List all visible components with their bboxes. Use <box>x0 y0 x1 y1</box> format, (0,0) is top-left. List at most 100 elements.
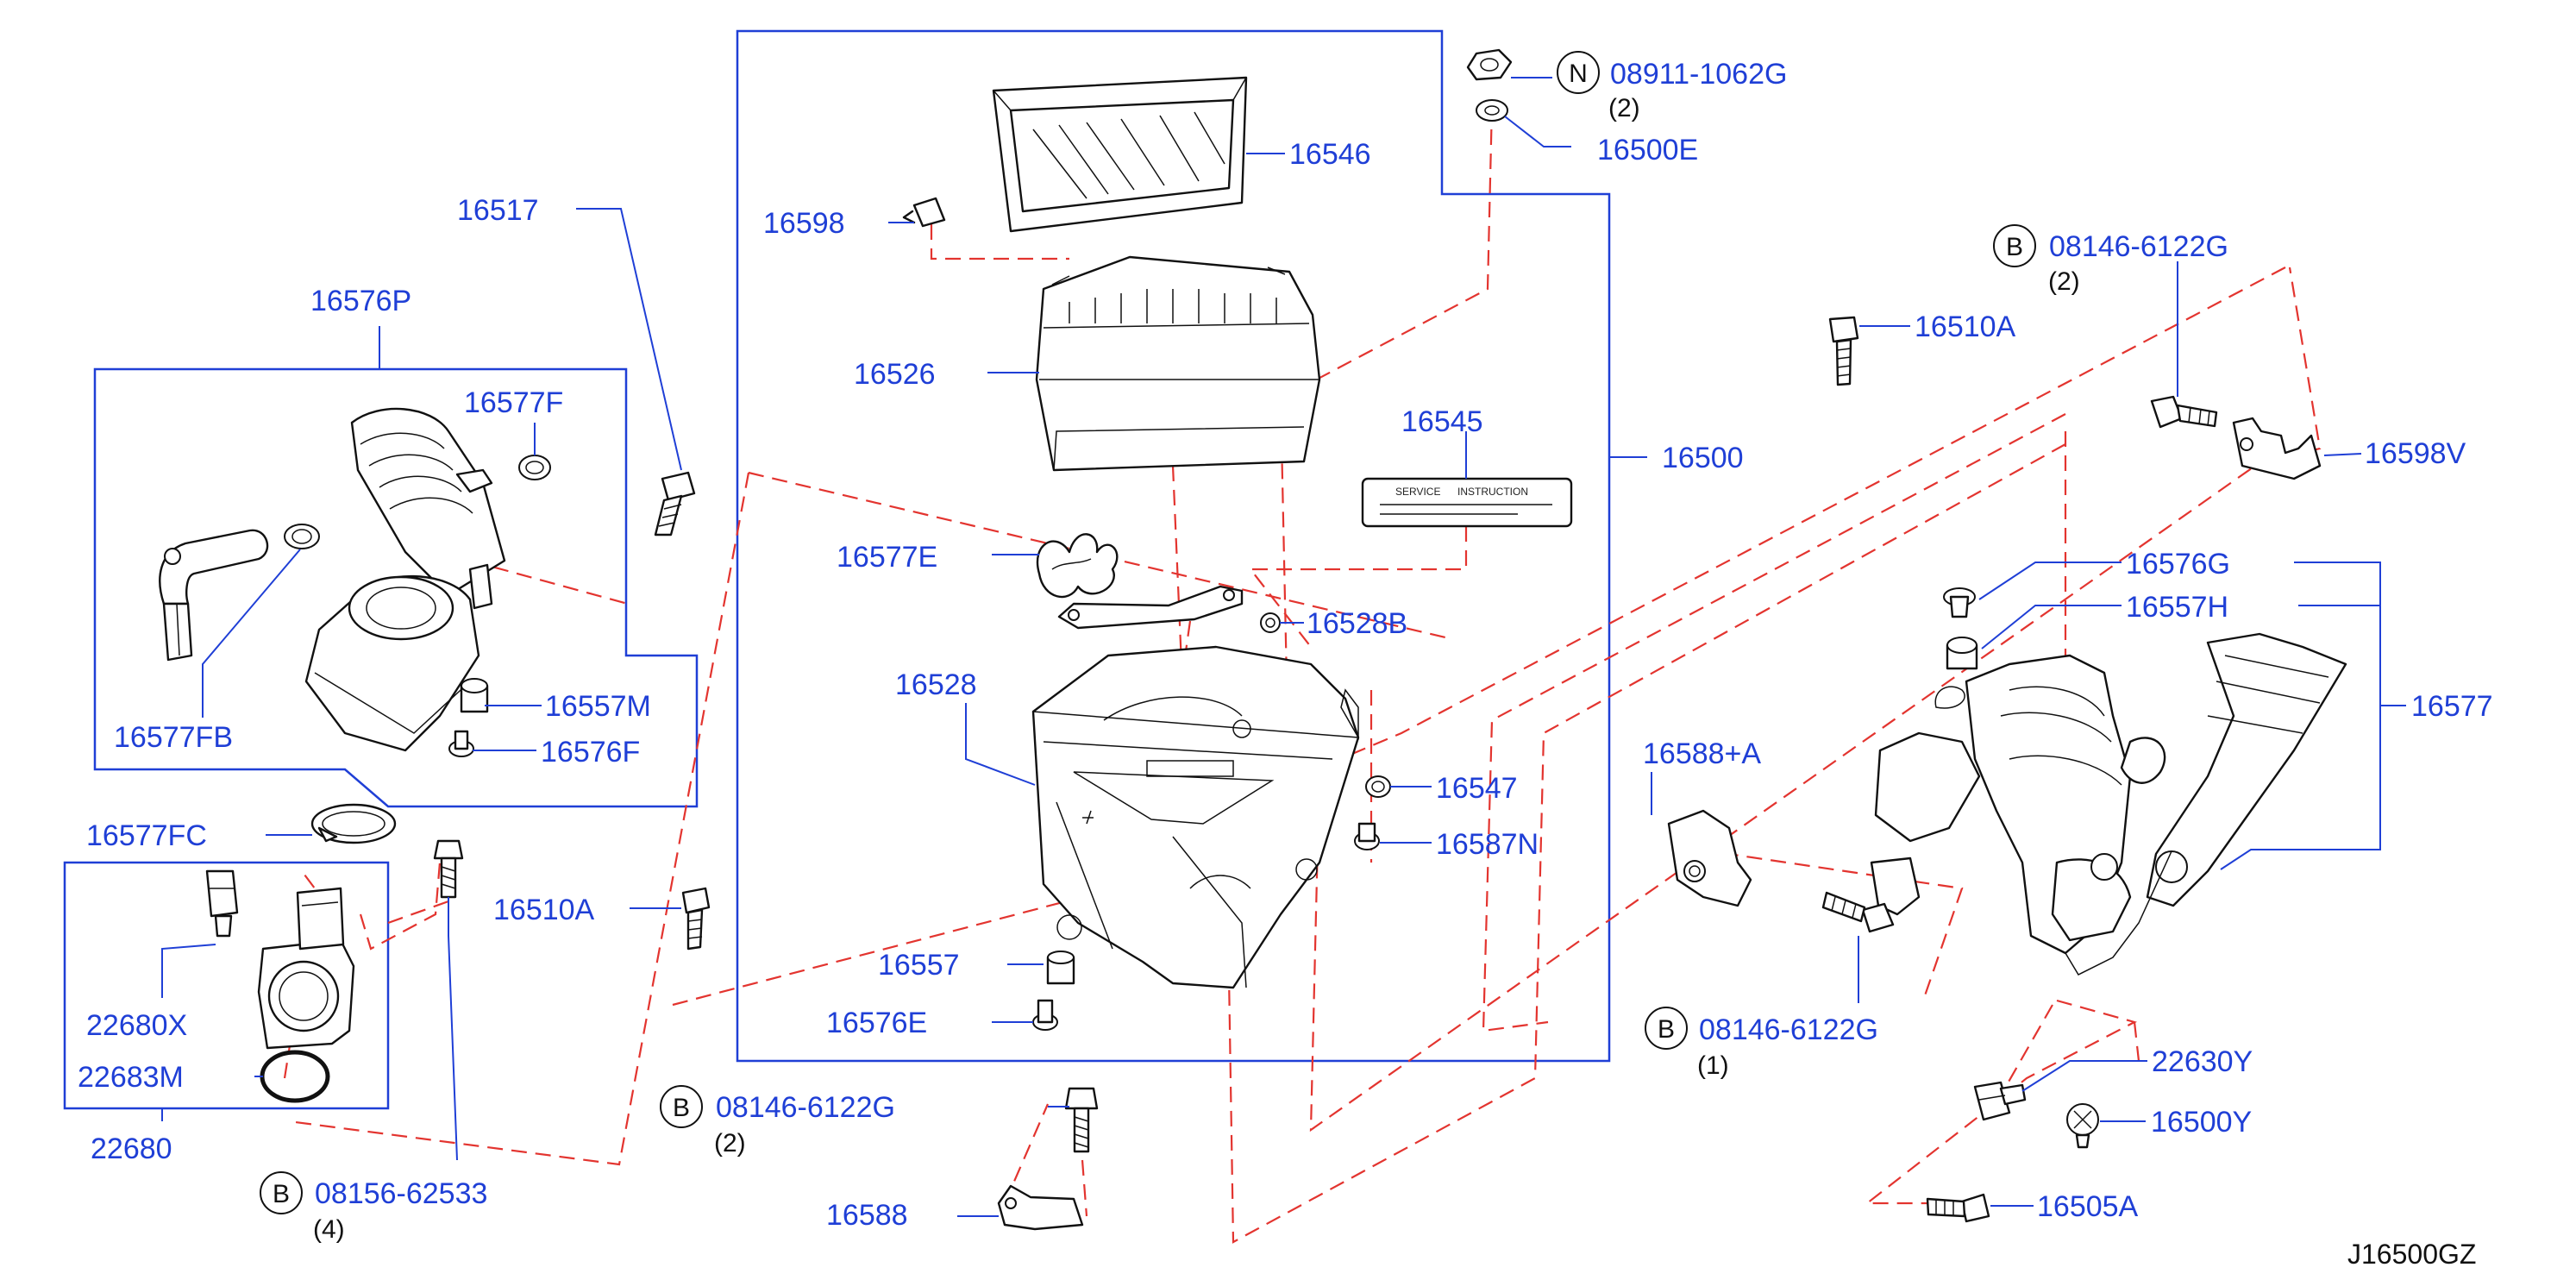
resonator-assembly-16577 <box>1870 632 2347 976</box>
callout-16588: 16588 <box>826 1199 908 1232</box>
callout-16500Y: 16500Y <box>2151 1106 2252 1139</box>
callout-16577FB: 16577FB <box>114 721 233 754</box>
fastener-circle-bolt-top-right <box>1993 224 2036 267</box>
callout-16557H: 16557H <box>2126 591 2228 624</box>
bolt-16510A-left <box>433 839 464 899</box>
fastener-part-bolt-mid-right: 08146-6122G <box>1699 1013 1878 1046</box>
callout-16528B: 16528B <box>1307 607 1407 640</box>
fastener-letter-bolt-left: B <box>273 1180 290 1208</box>
fastener-qty-bolt-mid-right: (1) <box>1697 1051 1729 1080</box>
collar-16587N <box>1354 822 1380 850</box>
group-frame-22680 <box>63 861 390 1110</box>
callout-16545: 16545 <box>1401 405 1483 438</box>
callout-16547: 16547 <box>1436 772 1518 805</box>
callout-16528: 16528 <box>895 668 977 701</box>
grommet-16528B <box>1260 612 1281 633</box>
group-frame-16500 <box>736 29 1611 1063</box>
fastener-part-nut-top: 08911-1062G <box>1610 58 1787 91</box>
service-label-16545: SERVICE INSTRUCTION <box>1361 477 1573 528</box>
fastener-part-bolt-left: 08156-62533 <box>315 1177 487 1210</box>
callout-16576P: 16576P <box>310 285 411 317</box>
fastener-circle-bolt-left <box>260 1171 303 1214</box>
clamp-16577FC <box>310 803 397 844</box>
fastener-circle-bolt-center <box>660 1085 703 1128</box>
grommet-16547 <box>1365 775 1391 798</box>
fastener-circle-nut-top <box>1557 51 1600 94</box>
fastener-letter-bolt-center: B <box>673 1094 690 1122</box>
callout-16576G: 16576G <box>2126 548 2230 580</box>
sensor-22630Y <box>1973 1081 2027 1121</box>
part-number-callouts: 16546 16598 16526 16545 16500 16577E 165… <box>78 134 2493 1232</box>
callout-22680X: 22680X <box>86 1009 187 1042</box>
collar-16576F <box>448 730 474 757</box>
clip-16598 <box>902 197 946 228</box>
diagram-reference-id: J16500GZ <box>2347 1239 2476 1270</box>
callout-22680: 22680 <box>91 1133 172 1165</box>
fastener-callouts: N 08911-1062G (2) B 08146-6122G (2) B 08… <box>260 51 2228 1244</box>
callout-16577E: 16577E <box>837 541 937 574</box>
callout-16598V: 16598V <box>2365 437 2466 470</box>
mount-16557H <box>1946 637 1978 670</box>
bolt-08146-mid-right <box>1821 891 1895 933</box>
mounting-bracket <box>1057 585 1244 630</box>
air-filter-element-16546 <box>992 76 1248 233</box>
fastener-qty-bolt-left: (4) <box>313 1215 345 1244</box>
callout-16557: 16557 <box>878 949 960 982</box>
sensor-22680X <box>205 869 239 938</box>
bolt-08146-top-right <box>2150 395 2218 429</box>
hose-clamp <box>284 524 320 549</box>
bracket-16598V <box>2232 417 2322 480</box>
callout-16577FC: 16577FC <box>86 819 207 852</box>
bolt-16517 <box>654 471 696 536</box>
air-cleaner-case-16528 <box>1031 645 1360 989</box>
clamp-16577F <box>518 455 551 480</box>
fastener-qty-bolt-top-right: (2) <box>2048 267 2080 296</box>
intake-duct-16576P <box>304 407 506 752</box>
callout-22630Y: 22630Y <box>2152 1045 2253 1078</box>
bolt-16510A-mid <box>681 887 711 951</box>
collar-16576E <box>1032 999 1058 1031</box>
callout-16587N: 16587N <box>1436 828 1539 861</box>
callout-16517: 16517 <box>457 194 539 227</box>
air-cleaner-cover-16526 <box>1035 255 1321 472</box>
callout-16557M: 16557M <box>545 690 651 723</box>
collar-16576G <box>1943 587 1976 618</box>
callout-leaders <box>161 77 2406 1217</box>
bolt-16505A <box>1926 1193 1990 1223</box>
callout-16510A-right: 16510A <box>1915 311 2016 343</box>
bracket-16588A <box>1667 809 1752 907</box>
fastener-part-bolt-center: 08146-6122G <box>716 1091 895 1124</box>
throttle-body-22680 <box>257 887 355 1050</box>
nut-08911 <box>1466 48 1513 81</box>
hose-16577FB <box>159 529 269 662</box>
clamp-16577E <box>1036 533 1119 599</box>
callout-16510A-left: 16510A <box>493 894 595 926</box>
callout-16576F: 16576F <box>541 736 640 769</box>
callout-16505A: 16505A <box>2037 1190 2139 1223</box>
callout-16598: 16598 <box>763 207 845 240</box>
washer-16500E <box>1476 99 1508 122</box>
fastener-circle-bolt-mid-right <box>1645 1007 1688 1050</box>
callout-16526: 16526 <box>854 358 936 391</box>
callout-16577: 16577 <box>2411 690 2493 723</box>
bolt-16510A-right <box>1828 316 1859 386</box>
fastener-letter-bolt-top-right: B <box>2006 233 2023 261</box>
fastener-part-bolt-top-right: 08146-6122G <box>2049 230 2228 263</box>
callout-22683M: 22683M <box>78 1061 184 1094</box>
callout-16577F: 16577F <box>464 386 563 419</box>
fastener-letter-nut-top: N <box>1569 60 1588 88</box>
callout-16576E: 16576E <box>826 1007 927 1039</box>
gasket-22683M <box>260 1050 330 1103</box>
mount-16557M <box>460 678 489 713</box>
group-frame-16576P <box>93 367 699 808</box>
mount-16557 <box>1046 951 1075 985</box>
fastener-qty-nut-top: (2) <box>1608 94 1640 122</box>
callout-16588A: 16588+A <box>1643 737 1761 770</box>
callout-16500: 16500 <box>1662 442 1744 474</box>
fastener-letter-bolt-mid-right: B <box>1658 1015 1675 1044</box>
label-line-service: SERVICE <box>1395 486 1440 498</box>
label-line-instruction: INSTRUCTION <box>1457 486 1528 498</box>
clip-16500Y <box>2066 1103 2099 1149</box>
callout-16546: 16546 <box>1289 138 1371 171</box>
